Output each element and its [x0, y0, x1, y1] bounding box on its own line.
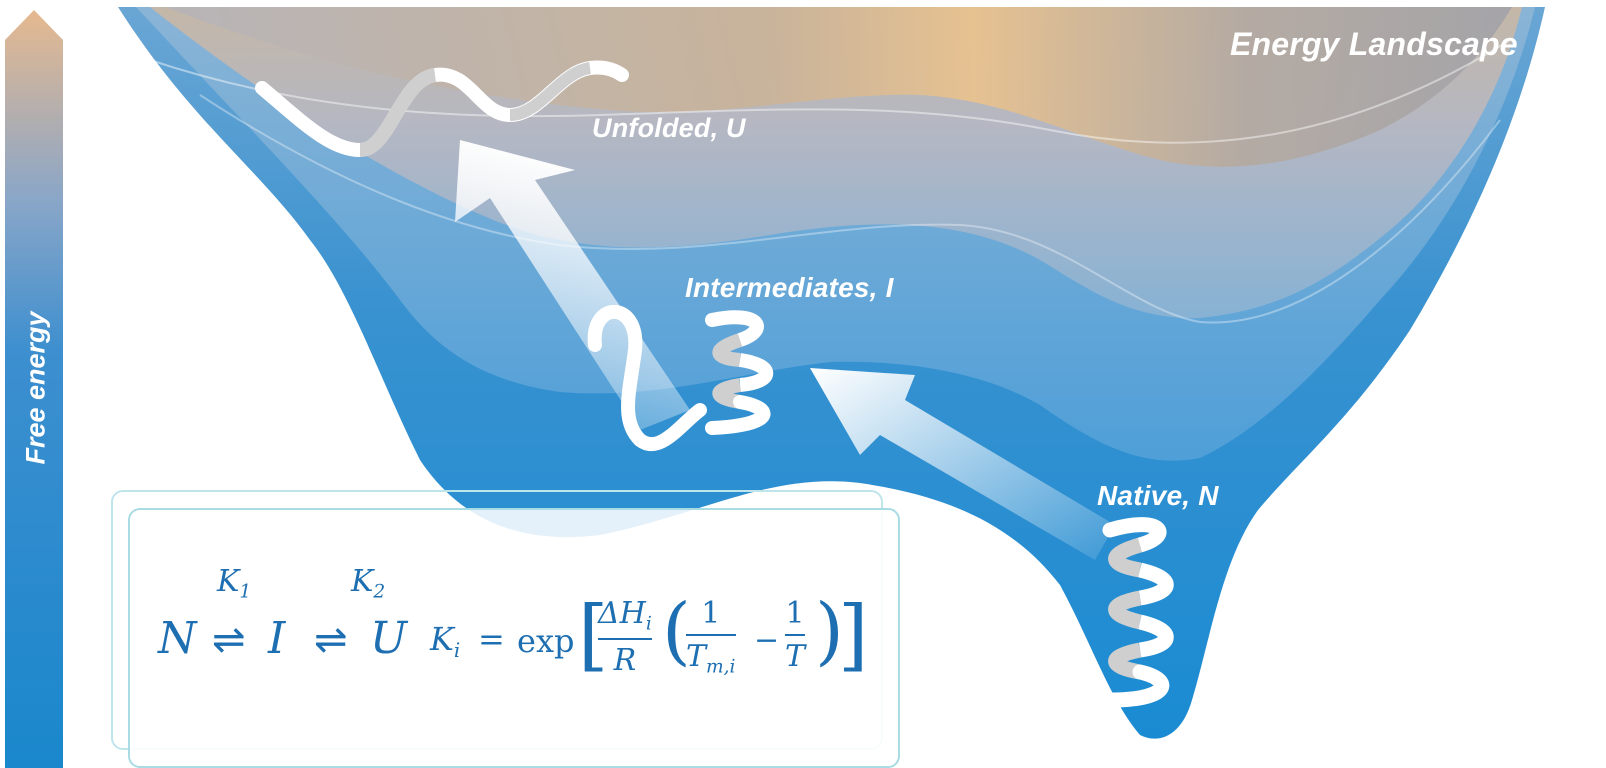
left-paren: ( [662, 588, 691, 674]
equilibrium-constant-lhs: Ki [430, 620, 461, 662]
exp-function: exp [517, 622, 575, 660]
temperature-fraction: 1 T [785, 596, 806, 674]
free-energy-axis-arrow [5, 10, 63, 768]
equals-sign: = [478, 620, 505, 658]
gas-constant-denominator: R [613, 642, 637, 678]
unfolded-symbol: U [370, 613, 408, 664]
landscape-title: Energy Landscape [1230, 26, 1518, 62]
intermediates-state-label: Intermediates, I [685, 272, 894, 303]
native-symbol: N [158, 613, 197, 664]
enthalpy-numerator: ΔHi [598, 596, 652, 635]
intermediate-ribbon-icon [587, 304, 774, 452]
minus-sign: − [754, 623, 780, 658]
temperature-denominator: T [785, 639, 806, 674]
fraction-bar [686, 634, 736, 636]
melting-temp-denominator: Tm,i [686, 639, 736, 678]
transition-arrow-n-to-i [810, 368, 1115, 560]
fraction-bar [785, 634, 806, 636]
k2-label: K2 [351, 564, 386, 603]
melting-temp-fraction: 1 Tm,i [686, 596, 736, 678]
equilibrium-arrow-2: ⇌ [314, 617, 348, 663]
left-bracket: [ [578, 590, 609, 680]
right-bracket: ] [838, 590, 869, 680]
right-paren: ) [815, 588, 844, 674]
k1-label: K1 [217, 564, 252, 603]
landscape-top-layer [165, 7, 1512, 167]
native-helix-icon [1102, 517, 1174, 708]
unfolded-ribbon-icon [255, 60, 629, 158]
unfolded-state-label: Unfolded, U [592, 113, 746, 143]
fraction-one-b: 1 [785, 596, 805, 631]
contour-line [149, 39, 1511, 144]
equation-box [128, 508, 900, 768]
fraction-bar [598, 637, 652, 640]
fraction-one-a: 1 [701, 596, 721, 631]
contour-line [199, 94, 1501, 324]
enthalpy-fraction: ΔHi R [598, 596, 652, 678]
intermediate-symbol: I [268, 613, 286, 664]
free-energy-axis-label: Free energy [20, 311, 51, 465]
native-state-label: Native, N [1097, 480, 1219, 511]
equilibrium-arrow-1: ⇌ [212, 617, 246, 663]
